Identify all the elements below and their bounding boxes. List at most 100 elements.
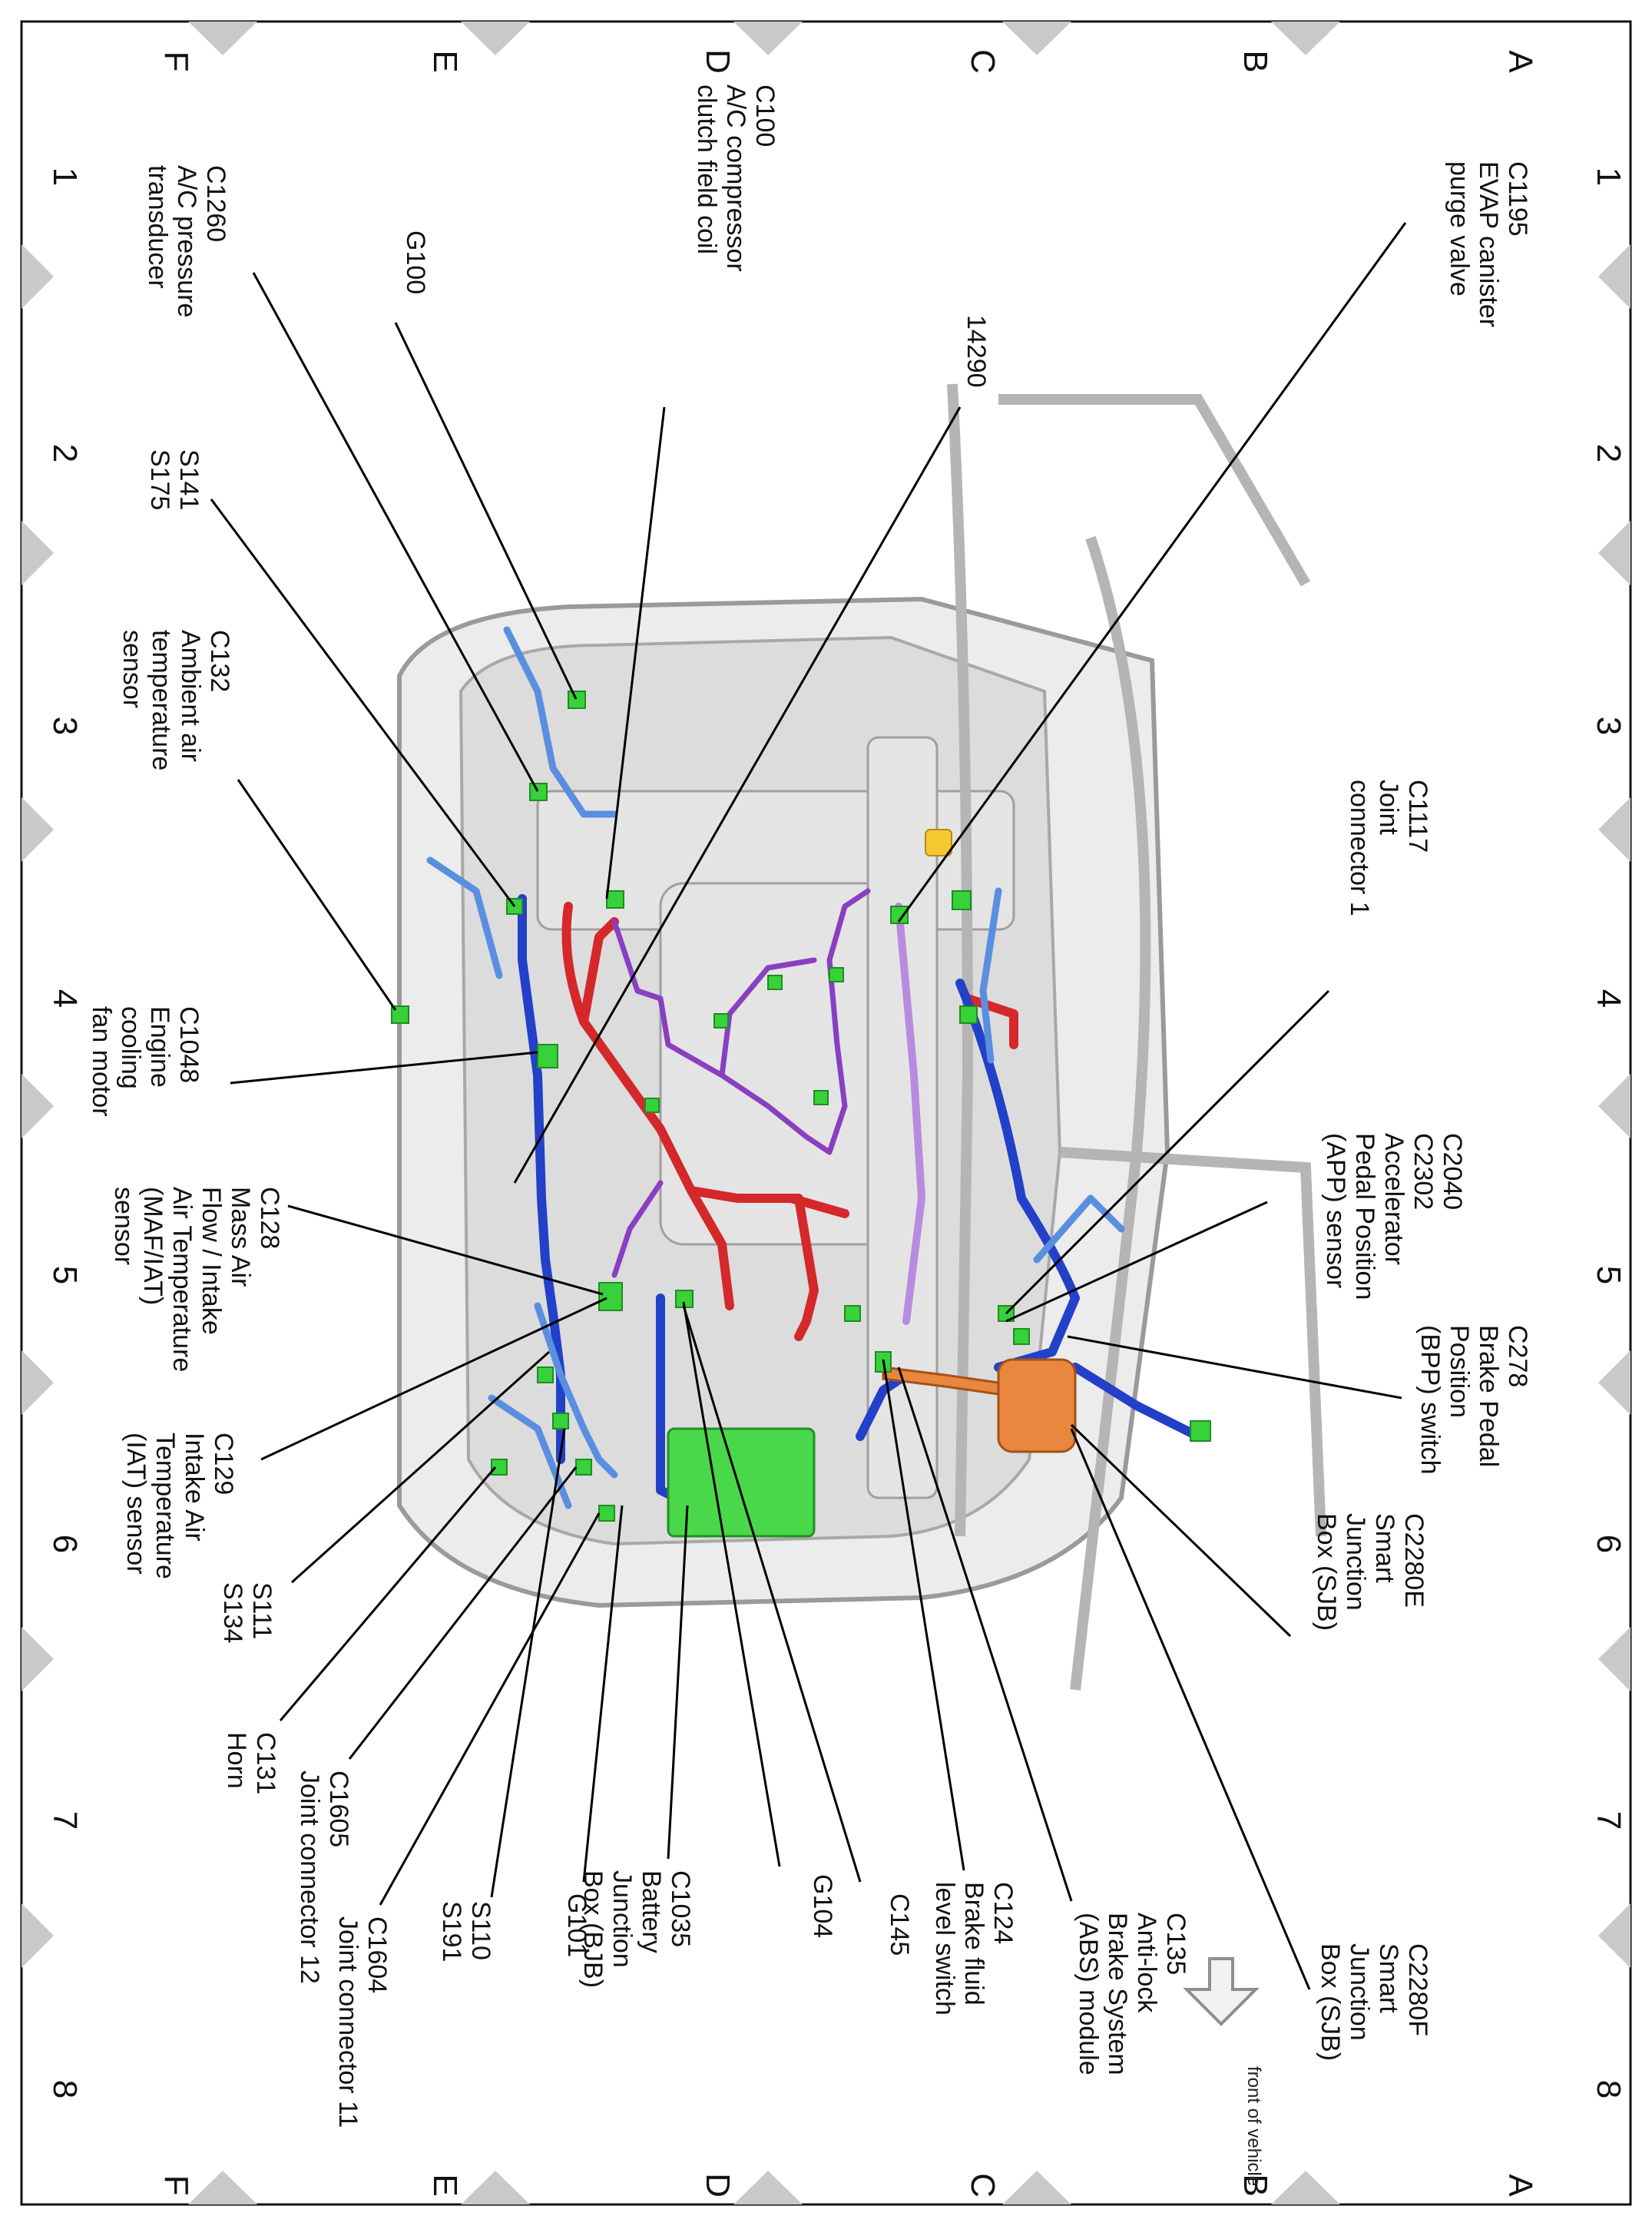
connectors — [391, 691, 1211, 1522]
callout-c131-line: Horn — [222, 1732, 251, 1789]
leader-c1605 — [348, 1466, 578, 1760]
leader-s141 — [210, 499, 516, 907]
leader-c132 — [237, 779, 397, 1011]
leader-c1260 — [252, 272, 539, 792]
row-label-bottom: D — [699, 2173, 737, 2198]
row-label-bottom: C — [964, 2173, 1001, 2198]
callout-c129-line: C129 — [209, 1433, 238, 1495]
callout-c129-line: Temperature — [151, 1433, 180, 1579]
row-label-top: C — [964, 49, 1001, 74]
connector-s111 — [552, 1413, 569, 1429]
column-label-left: 5 — [46, 1266, 84, 1284]
callout-c100-line: C100 — [750, 84, 780, 147]
callout-c1605-line: C1605 — [324, 1771, 353, 1847]
callout-14290-line: 14290 — [962, 315, 991, 388]
frame-rail-left — [947, 383, 974, 1537]
red-harness-branch — [579, 917, 849, 1310]
front-of-vehicle-label: front of vehicle — [1243, 2066, 1264, 2186]
callout-c145-line: C145 — [885, 1893, 914, 1956]
leader-c2280f — [1070, 1428, 1311, 1990]
leader-c2040 — [1005, 1201, 1268, 1323]
leader-s111 — [290, 1350, 551, 1584]
leader-c1048 — [230, 1051, 538, 1085]
column-label-right: 8 — [1590, 2080, 1627, 2098]
callout-g104-line: G104 — [808, 1874, 837, 1938]
callout-c1117-line: C1117 — [1403, 780, 1432, 853]
grid-marker-bottom — [461, 2171, 530, 2204]
column-label-right: 1 — [1590, 167, 1627, 186]
callout-c1117-line: connector 1 — [1345, 780, 1374, 916]
grid-marker-top — [188, 22, 257, 55]
callout-c124-line: Brake fluid — [959, 1882, 988, 2006]
callout-s111-line: S134 — [218, 1582, 247, 1643]
row-label-top: F — [157, 51, 195, 72]
callout-c135-line: Anti-lock — [1132, 1913, 1161, 2013]
connector-engine-3 — [813, 1090, 829, 1105]
callout-c129-line: Intake Air — [180, 1433, 209, 1542]
callout-c278-line: (BPP) switch — [1415, 1325, 1445, 1475]
lightblue-harness-bottom — [488, 1302, 618, 1509]
lightblue-harness-cowl — [979, 887, 1125, 1264]
column-label-right: 3 — [1590, 717, 1627, 735]
callout-c124-line: C124 — [988, 1882, 1018, 1944]
callout-c128-line: Mass Air — [226, 1187, 255, 1287]
lightblue-harness-top — [426, 626, 618, 979]
leader-g100 — [394, 322, 578, 700]
front-of-vehicle-indicator: front of vehicle — [1183, 1957, 1264, 2186]
grid-marker-left — [22, 244, 54, 309]
leader-c2280e — [1070, 1423, 1292, 1638]
callout-c278-line: Brake Pedal — [1474, 1325, 1503, 1467]
leader-c135 — [897, 1366, 1073, 1902]
column-label-left: 8 — [46, 2080, 84, 2098]
callout-c2040-line: C2040 — [1438, 1133, 1467, 1210]
callout-c2280f-line: C2280F — [1403, 1943, 1432, 2036]
callout-c135-line: C135 — [1161, 1913, 1190, 1975]
leader-g101 — [582, 1505, 624, 1883]
grid-marker-top — [1002, 22, 1071, 55]
connector-c100 — [606, 890, 624, 909]
callout-c2280e-line: Junction — [1341, 1513, 1370, 1611]
leader-g104 — [682, 1301, 781, 1867]
grid-marker-right — [1598, 244, 1630, 309]
callout-c132-line: temperature — [147, 630, 176, 770]
connector-sjb — [1190, 1420, 1211, 1442]
callout-s110-line: S191 — [437, 1901, 466, 1962]
purple-cowl-harness — [895, 903, 926, 1325]
column-label-right: 7 — [1590, 1811, 1627, 1830]
frame-rail-right — [1070, 535, 1151, 1691]
callout-c135-line: Brake System — [1103, 1913, 1132, 2075]
callout-c2280f-line: Smart — [1374, 1943, 1403, 2013]
connector-c131 — [491, 1459, 508, 1476]
column-label-right: 6 — [1590, 1535, 1627, 1553]
connector-engine-5 — [959, 1005, 978, 1024]
grid-marker-left — [22, 797, 54, 862]
connector-c1195 — [952, 890, 972, 910]
row-label-bottom: B — [1237, 2174, 1274, 2196]
grid-marker-bottom — [1271, 2171, 1340, 2204]
row-label-bottom: E — [426, 2174, 464, 2196]
connector-engine-4 — [829, 967, 844, 982]
row-label-bottom: A — [1501, 2174, 1539, 2197]
connector-c145 — [844, 1305, 861, 1322]
column-label-right: 5 — [1590, 1266, 1627, 1284]
callout-g101-line: G101 — [562, 1893, 591, 1957]
callout-c1260-line: A/C pressure — [172, 165, 201, 317]
grid-marker-bottom — [188, 2171, 257, 2204]
blue-harness-cowl — [955, 979, 1080, 1372]
callout-c131-line: C131 — [251, 1732, 280, 1794]
callout-c2040-line: Accelerator — [1379, 1133, 1409, 1265]
connector-c1117 — [890, 906, 909, 924]
leader-c128 — [287, 1204, 604, 1296]
grid-marker-top — [1271, 22, 1340, 55]
grid-marker-left — [22, 1903, 54, 1968]
callout-c128-line: sensor — [109, 1187, 138, 1265]
callout-g100-line: G100 — [401, 230, 430, 294]
grid-marker-right — [1598, 797, 1630, 862]
callout-c1048-line: fan motor — [87, 1006, 116, 1117]
callout-s110-line: S110 — [466, 1901, 495, 1960]
leader-c129 — [260, 1297, 607, 1461]
connector-c128 — [598, 1282, 623, 1311]
callout-c1195-line: EVAP canister — [1474, 161, 1503, 327]
